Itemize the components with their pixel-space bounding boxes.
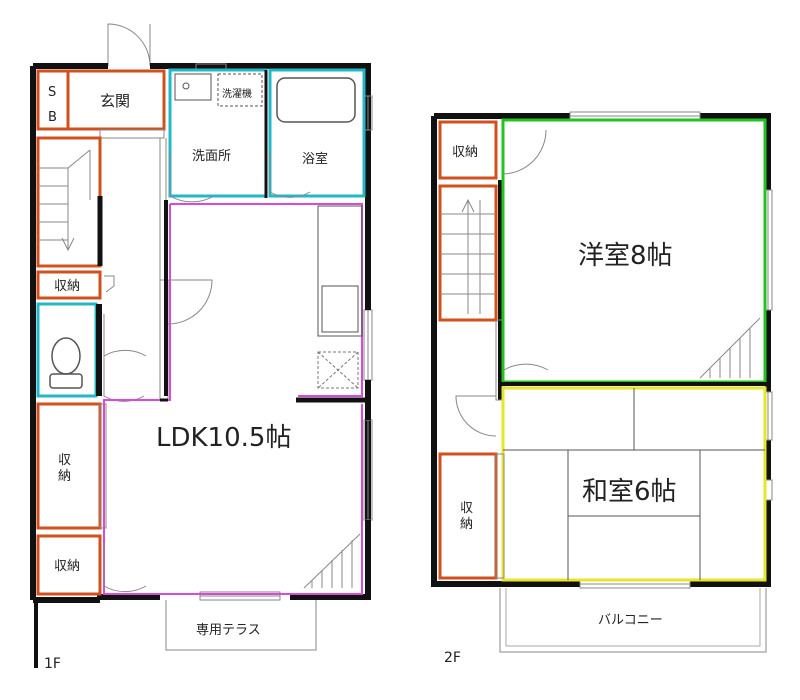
balcony-label: バルコニー — [598, 613, 663, 628]
washitsu-label: 和室6帖 — [582, 477, 677, 507]
shuno-top-2f: 収納 — [438, 120, 547, 180]
washing-machine-label: 洗濯機 — [222, 87, 252, 100]
sb-s-label: S — [48, 85, 56, 100]
toilet-room — [36, 302, 102, 398]
terrace-label: 専用テラス — [196, 623, 261, 638]
western-room-door — [503, 326, 549, 371]
shuno-stair-label: 収納 — [54, 279, 80, 294]
shuno-side-2f: 収 納 — [438, 452, 505, 580]
floor-2-plan: 収納 — [431, 111, 773, 666]
ldk-label: LDK10.5帖 — [156, 423, 291, 453]
hall-lines — [99, 129, 169, 401]
kitchen-counter — [317, 205, 363, 337]
floor-2-windows — [569, 111, 773, 589]
shuno-bottom-label: 収納 — [54, 559, 80, 574]
entrance-door — [107, 23, 151, 67]
floor-2-outer-walls — [431, 113, 771, 587]
hall-door-arcs — [103, 279, 213, 402]
senmenjo-room: 洗濯機 洗面所 — [168, 68, 268, 203]
fridge-space — [317, 351, 359, 389]
toilet-icon — [51, 337, 81, 375]
bathtub-icon — [276, 77, 356, 123]
ldk-room: LDK10.5帖 — [103, 200, 366, 595]
small-door-icon — [104, 275, 115, 293]
shuno-side-label-1: 収 — [460, 501, 473, 516]
genkan-box — [36, 69, 166, 131]
shuno-top-label: 収納 — [452, 145, 478, 160]
balcony: バルコニー — [499, 588, 767, 653]
floor-1-label: 1F — [44, 656, 61, 672]
hall-door-2f — [455, 395, 497, 437]
shuno-stair-box — [36, 270, 102, 300]
washitsu-room: 和室6帖 — [501, 386, 767, 582]
yokushitsu-label: 浴室 — [302, 151, 328, 167]
terrace: 専用テラス — [165, 600, 317, 651]
shuno-mid: 収 納 — [36, 402, 107, 530]
washing-machine-icon — [217, 73, 263, 107]
yoshitsu-room: 洋室8帖 — [501, 118, 767, 384]
shuno-bottom: 収納 — [36, 534, 147, 596]
floor-2-stairs — [438, 184, 498, 322]
yokushitsu-room: 浴室 — [268, 68, 366, 198]
tatami-layout — [503, 388, 765, 580]
sb-b-label: B — [48, 110, 57, 125]
kitchen-sink-icon — [321, 285, 359, 333]
floor-2-label: 2F — [444, 650, 461, 666]
senmenjo-label: 洗面所 — [192, 149, 231, 164]
shuno-mid-label-2: 納 — [58, 469, 71, 484]
genkan-label: 玄関 — [100, 92, 130, 110]
shuno-side-label-2: 納 — [460, 517, 473, 532]
yoshitsu-label: 洋室8帖 — [578, 241, 673, 271]
sink-icon — [174, 73, 212, 101]
shuno-mid-label-1: 収 — [58, 453, 71, 468]
floor-1-stairs — [36, 136, 103, 268]
floor-1-plan: S B 玄関 収 — [30, 23, 373, 672]
